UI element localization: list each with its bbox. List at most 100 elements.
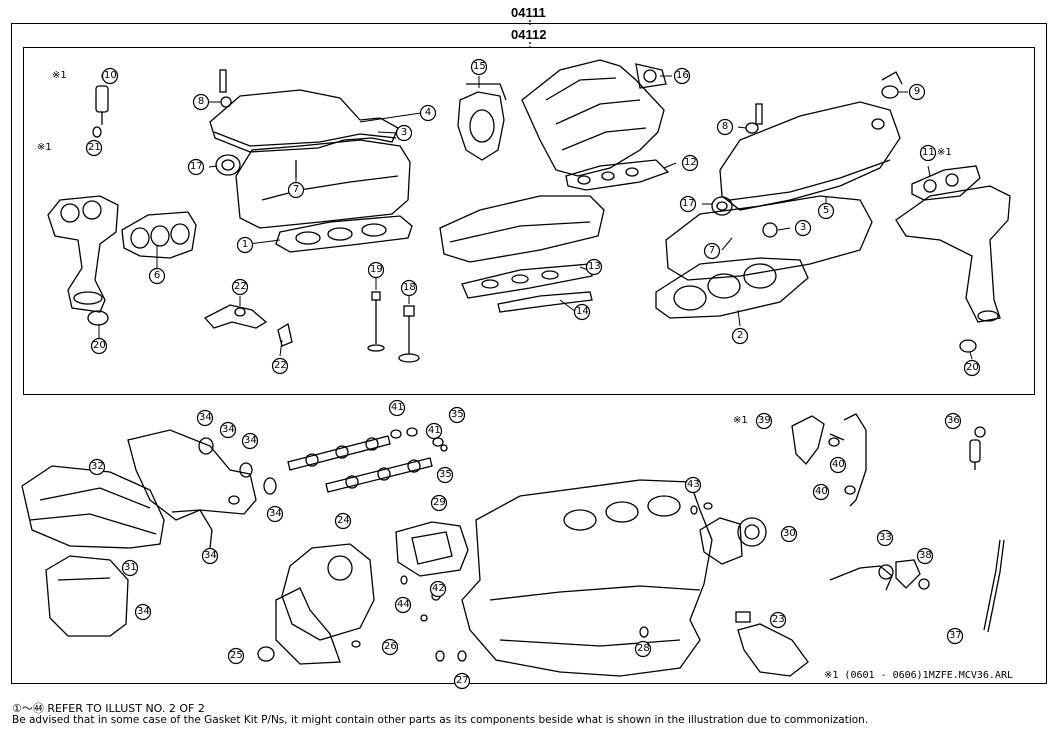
valve-cover-left — [209, 69, 399, 153]
callout-22-b[interactable]: 22 — [274, 360, 287, 371]
air-intake-throttle — [457, 83, 507, 161]
callout-39[interactable]: 39 — [758, 415, 771, 426]
callout-35-a[interactable]: 35 — [451, 409, 464, 420]
callout-44[interactable]: 44 — [397, 599, 410, 610]
callout-41-b[interactable]: 41 — [428, 425, 441, 436]
callout-14[interactable]: 14 — [576, 306, 589, 317]
callout-36[interactable]: 36 — [947, 415, 960, 426]
callout-38[interactable]: 38 — [919, 550, 932, 561]
intake-manifold-lower — [439, 195, 605, 263]
callout-20-b[interactable]: 20 — [966, 362, 979, 373]
exhaust-manifold-left — [47, 195, 119, 313]
callout-11[interactable]: 11 — [922, 147, 935, 158]
callout-1[interactable]: 1 — [241, 239, 249, 250]
callout-13[interactable]: 13 — [588, 261, 601, 272]
intake-manifold-upper — [521, 59, 667, 177]
callout-18[interactable]: 18 — [403, 282, 416, 293]
outer-kit-code: 04111 — [511, 5, 546, 20]
callout-31[interactable]: 31 — [124, 562, 137, 573]
valve-19 — [367, 291, 385, 352]
exhaust-manifold-gasket-left — [121, 211, 197, 259]
callout-19[interactable]: 19 — [370, 264, 383, 275]
callout-10[interactable]: 10 — [104, 70, 117, 81]
callout-34-e[interactable]: 34 — [204, 550, 217, 561]
inner-kit-frame — [23, 47, 1035, 395]
timing-case-gasket — [127, 429, 277, 521]
callout-27[interactable]: 27 — [456, 675, 469, 686]
callout-30[interactable]: 30 — [783, 528, 796, 539]
callout-34-c[interactable]: 34 — [244, 435, 257, 446]
valve-cover-right — [719, 101, 901, 211]
camshaft-1 — [287, 435, 391, 471]
callout-3[interactable]: 3 — [400, 127, 408, 138]
callout-mark-39: ※1 — [733, 415, 748, 426]
gasket-ring-left — [87, 310, 109, 326]
callout-42[interactable]: 42 — [432, 583, 445, 594]
callout-25[interactable]: 25 — [230, 650, 243, 661]
rear-seal-retainer — [699, 517, 767, 565]
injector-right — [969, 426, 986, 470]
oil-filler-cap — [881, 85, 899, 99]
callout-17-b[interactable]: 17 — [682, 198, 695, 209]
callout-21[interactable]: 21 — [88, 142, 101, 153]
callout-17[interactable]: 17 — [190, 161, 203, 172]
callout-28[interactable]: 28 — [637, 643, 650, 654]
callout-4[interactable]: 4 — [424, 107, 432, 118]
callout-22[interactable]: 22 — [234, 281, 247, 292]
callout-34-a[interactable]: 34 — [199, 412, 212, 423]
intake-gasket-13 — [461, 263, 593, 299]
timing-belt-cover-lower — [45, 555, 129, 637]
oil-pump-cover — [275, 543, 375, 665]
callout-mark-10: ※1 — [52, 70, 67, 81]
callout-41-a[interactable]: 41 — [391, 402, 404, 413]
exhaust-manifold-right — [895, 185, 1011, 323]
oil-strainer — [735, 611, 809, 677]
callout-20[interactable]: 20 — [93, 340, 106, 351]
callout-15[interactable]: 15 — [473, 61, 486, 72]
cylinder-head-left — [215, 139, 411, 229]
gasket-ring-right — [959, 339, 977, 353]
callout-34-d[interactable]: 34 — [269, 508, 282, 519]
callout-8[interactable]: 8 — [197, 96, 205, 107]
outer-kit-frame — [11, 23, 1047, 684]
callout-6[interactable]: 6 — [153, 270, 161, 281]
callout-43[interactable]: 43 — [687, 479, 700, 490]
inner-kit-code: 04112 — [511, 27, 547, 42]
small-gasket — [277, 322, 293, 347]
thermostat-housing — [829, 559, 930, 591]
callout-32[interactable]: 32 — [91, 461, 104, 472]
callout-34-f[interactable]: 34 — [137, 606, 150, 617]
callout-mark-21: ※1 — [37, 142, 52, 153]
callout-7-b[interactable]: 7 — [708, 245, 716, 256]
water-outlet — [791, 413, 867, 507]
model-note: ※1 (0601 - 0606)1MZFE.MCV36.ARL — [824, 670, 1013, 681]
valve-18 — [398, 305, 420, 363]
callout-12[interactable]: 12 — [684, 157, 697, 168]
callout-9[interactable]: 9 — [913, 86, 921, 97]
head-gasket-right — [655, 257, 809, 319]
callout-16[interactable]: 16 — [676, 70, 689, 81]
oil-dipstick-guide — [983, 539, 1001, 631]
callout-2[interactable]: 2 — [736, 330, 744, 341]
water-pump-gasket — [395, 521, 469, 577]
callout-37[interactable]: 37 — [949, 630, 962, 641]
callout-26[interactable]: 26 — [384, 641, 397, 652]
bracket-gasket — [203, 304, 268, 329]
callout-7[interactable]: 7 — [292, 184, 300, 195]
callout-23[interactable]: 23 — [772, 614, 785, 625]
intake-gasket-12 — [565, 159, 670, 191]
callout-mark-11: ※1 — [937, 147, 952, 158]
callout-8-b[interactable]: 8 — [721, 121, 729, 132]
callout-3-b[interactable]: 3 — [799, 222, 807, 233]
callout-33[interactable]: 33 — [879, 532, 892, 543]
callout-29[interactable]: 29 — [433, 497, 446, 508]
callout-40-b[interactable]: 40 — [815, 486, 828, 497]
callout-24[interactable]: 24 — [337, 515, 350, 526]
callout-5[interactable]: 5 — [822, 205, 830, 216]
callout-35-b[interactable]: 35 — [439, 469, 452, 480]
callout-40-a[interactable]: 40 — [832, 459, 845, 470]
seal-strip — [171, 509, 213, 549]
callout-34-b[interactable]: 34 — [222, 424, 235, 435]
cylinder-head-right — [665, 195, 873, 281]
